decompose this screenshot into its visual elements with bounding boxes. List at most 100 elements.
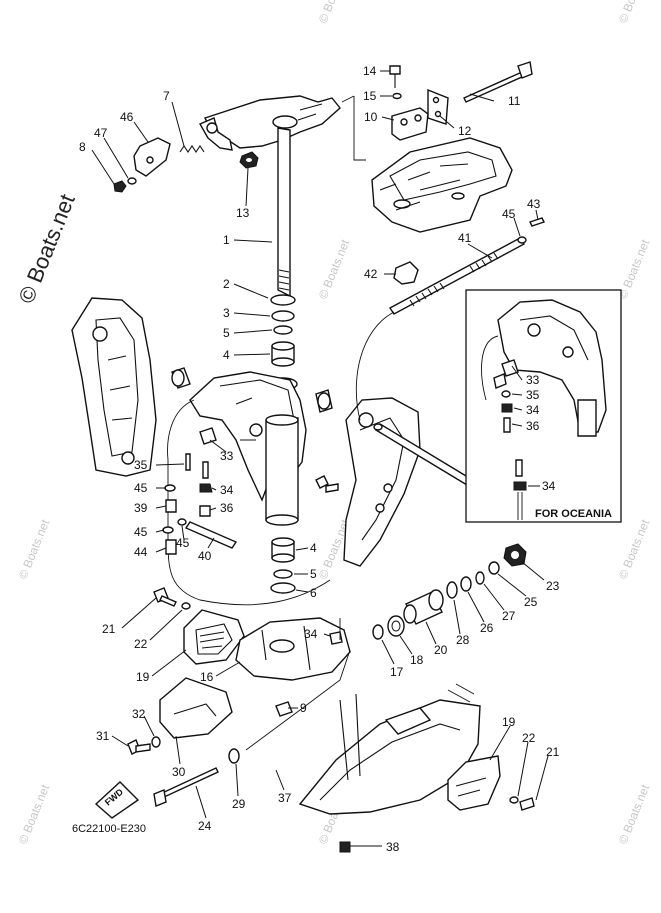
bolt-38 [339, 841, 351, 853]
callout: 34 [304, 627, 318, 641]
watermark-tile: © Boats.net [16, 782, 53, 846]
callout: 18 [410, 653, 424, 667]
screw-center [315, 475, 329, 489]
spring-7 [179, 145, 205, 153]
callout: 3 [223, 306, 230, 320]
clip-9 [275, 701, 293, 717]
o-ring-5-lower [273, 569, 293, 579]
callout: 33 [526, 373, 540, 387]
callout: 20 [434, 643, 448, 657]
callout: 7 [163, 89, 170, 103]
bolt-31 [127, 739, 151, 755]
callout: 4 [223, 348, 230, 362]
joint-39 [165, 499, 177, 513]
callout: 12 [458, 124, 472, 138]
bolt-center [325, 483, 339, 493]
watermark-tile: © Boats.net [616, 0, 653, 25]
callout: 10 [364, 110, 378, 124]
callout: 11 [508, 94, 521, 108]
callout: 5 [223, 326, 230, 340]
nut-8 [113, 180, 127, 193]
callout: 13 [236, 206, 250, 220]
callout: 47 [94, 126, 108, 140]
pin-33b [202, 461, 209, 479]
callout: 15 [363, 89, 377, 103]
callout: 45 [502, 207, 516, 221]
callout: 22 [134, 637, 148, 651]
callout: 6 [310, 586, 317, 600]
leader-lines [91, 70, 549, 847]
plate-12 [427, 88, 449, 125]
washer-15 [392, 92, 402, 100]
callout: 34 [542, 479, 556, 493]
inset-caption: FOR OCEANIA [535, 508, 612, 520]
watermark-tile: © Boats.net [316, 237, 353, 301]
fwd-arrow-icon: FWD [94, 781, 140, 819]
washer-17 [372, 624, 384, 640]
plate-46 [133, 137, 171, 177]
callout: 14 [363, 64, 377, 78]
clamp-bracket-left [71, 297, 157, 477]
washer-28 [446, 581, 458, 599]
clip-33 [199, 427, 217, 445]
callout: 4 [310, 541, 317, 555]
nut-34 [199, 483, 213, 493]
hose-line [355, 311, 395, 421]
lower-plate-16 [235, 617, 351, 681]
hose-line [245, 649, 351, 751]
callout: 19 [502, 715, 516, 729]
callout: 21 [102, 622, 116, 636]
lower-cover-37 [298, 683, 481, 815]
callout: 32 [132, 707, 146, 721]
bolt-36 [199, 505, 211, 517]
clip-42 [393, 261, 419, 285]
bushing-right [315, 389, 333, 413]
watermark-tile: © Boats.net [16, 517, 53, 581]
callout: 27 [502, 609, 516, 623]
callout: 35 [526, 388, 540, 402]
callout: 34 [526, 403, 540, 417]
callout: 8 [79, 140, 86, 154]
callout: 29 [232, 797, 246, 811]
nut-23 [503, 543, 527, 567]
o-ring-5 [273, 325, 293, 335]
washer-22 [181, 602, 191, 610]
pin-44 [165, 539, 177, 555]
pin-35 [185, 453, 191, 471]
callout: 26 [480, 621, 494, 635]
bracket-10 [391, 107, 429, 141]
grommet-45a [164, 484, 176, 492]
oceania-inset: FOR OCEANIA [465, 289, 622, 523]
bushing-4 [271, 341, 295, 367]
callout: 19 [136, 670, 150, 684]
callout: 44 [134, 545, 148, 559]
callout: 33 [220, 449, 234, 463]
callout-labels: 1 2 3 5 4 7 46 47 8 13 14 15 10 11 12 43… [79, 64, 560, 854]
callout: 42 [364, 267, 378, 281]
callout: 16 [200, 670, 214, 684]
nut-34-lower [329, 631, 343, 645]
callout: 41 [458, 231, 472, 245]
bushing-4-lower [271, 537, 295, 563]
watermark-main: © Boats.net [13, 191, 79, 307]
assembly-bracket-line [341, 95, 366, 161]
nut-13 [239, 151, 259, 169]
steering-shaft [277, 127, 291, 298]
callout: 35 [134, 458, 148, 472]
callout: 45 [134, 481, 148, 495]
callout: 21 [546, 745, 560, 759]
anode-19-right [447, 755, 501, 811]
grommet-45 [517, 236, 527, 244]
callout: 2 [223, 277, 230, 291]
callout: 25 [524, 595, 538, 609]
callout: 45 [176, 536, 190, 550]
callout: 30 [172, 765, 186, 779]
washer-32 [151, 736, 161, 748]
watermark-tile: © Boats.net [316, 0, 353, 25]
seal-18 [387, 615, 405, 637]
spacer-30 [159, 677, 233, 739]
callout: 40 [198, 549, 212, 563]
bolt-21 [153, 587, 177, 607]
bushing-left [171, 367, 191, 389]
